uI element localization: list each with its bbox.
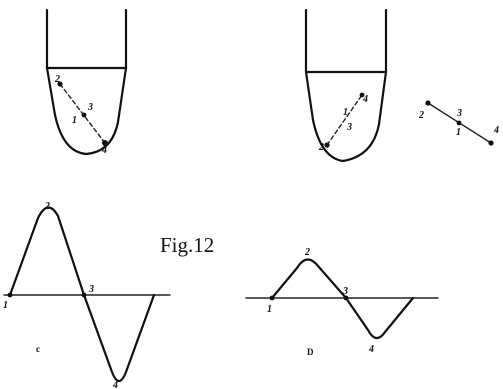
waveform-c-label-4: 4 bbox=[112, 380, 118, 389]
panel-c-waveform: 1 2 3 4 c bbox=[3, 201, 171, 389]
separate-rod-label-2: 2 bbox=[418, 110, 424, 121]
vessel-b-label-1: 1 bbox=[343, 107, 348, 118]
vessel-a-point-2 bbox=[57, 81, 63, 87]
panel-a-vessel-diagram: 2 1 3 4 bbox=[45, 8, 128, 156]
waveform-c-letter: c bbox=[36, 344, 40, 354]
waveform-c-label-2: 2 bbox=[44, 201, 50, 212]
waveform-d-letter: D bbox=[307, 347, 314, 357]
waveform-c-point-3 bbox=[81, 292, 87, 298]
vessel-a-outline bbox=[45, 8, 128, 156]
vessel-b-point-4 bbox=[359, 92, 365, 98]
vessel-a-label-1: 1 bbox=[72, 115, 77, 126]
vessel-a-label-2: 2 bbox=[54, 74, 60, 85]
vessel-b-dashed-rod bbox=[326, 94, 363, 146]
separate-rod-label-1: 1 bbox=[456, 127, 461, 138]
vessel-b-label-2: 2 bbox=[318, 142, 324, 153]
separate-rod-point-4 bbox=[488, 140, 494, 146]
waveform-d-point-3 bbox=[343, 295, 349, 301]
separate-rod-point-2 bbox=[425, 100, 431, 106]
vessel-a-label-4: 4 bbox=[101, 145, 107, 156]
panel-d-waveform: 1 2 3 4 D bbox=[245, 247, 439, 357]
waveform-c-label-3: 3 bbox=[88, 284, 94, 295]
panel-b-vessel-diagram: 4 1 3 2 2 3 1 4 bbox=[304, 8, 499, 163]
vessel-b-outline bbox=[304, 8, 388, 163]
waveform-d-label-1: 1 bbox=[267, 304, 272, 315]
separate-rod-point-3 bbox=[456, 120, 462, 126]
waveform-d-label-2: 2 bbox=[304, 247, 310, 258]
waveform-d-label-3: 3 bbox=[342, 286, 348, 297]
vessel-a-label-3: 3 bbox=[87, 102, 93, 113]
vessel-b-point-2 bbox=[324, 142, 330, 148]
waveform-c-point-1 bbox=[7, 292, 13, 298]
figure-caption: Fig.12 bbox=[160, 233, 214, 257]
vessel-b-label-4: 4 bbox=[362, 94, 368, 105]
separate-rod-label-3: 3 bbox=[456, 108, 462, 119]
vessel-a-point-3 bbox=[81, 112, 87, 118]
separate-rod-label-4: 4 bbox=[493, 125, 499, 136]
vessel-b-label-3: 3 bbox=[346, 122, 352, 133]
waveform-d-curve bbox=[270, 258, 415, 340]
waveform-d-label-4: 4 bbox=[368, 344, 374, 355]
waveform-d-point-1 bbox=[269, 295, 275, 301]
waveform-c-label-1: 1 bbox=[3, 300, 8, 311]
vessel-a-point-4 bbox=[102, 140, 108, 146]
